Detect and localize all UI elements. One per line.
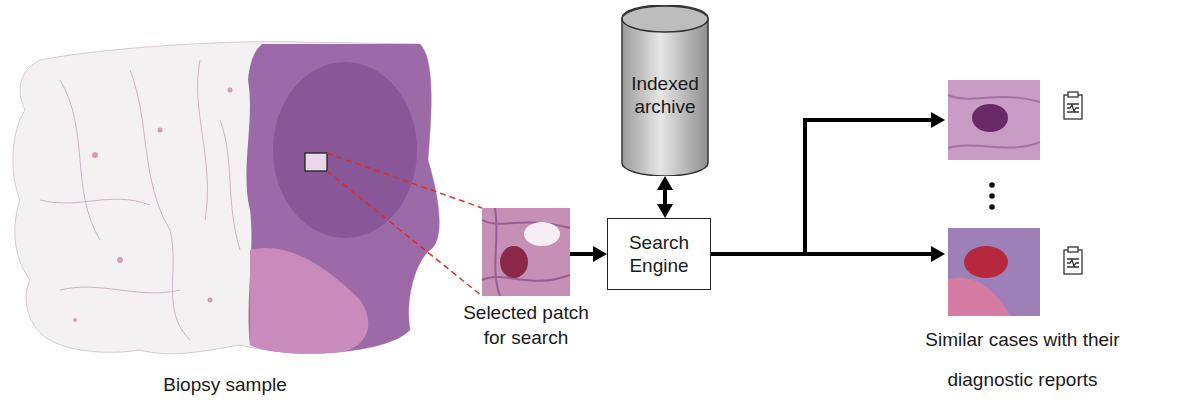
ellipsis-dots: [989, 182, 995, 210]
biopsy-image: Biopsy sample: [5, 40, 445, 362]
report-icon: [1064, 247, 1082, 274]
selection-square: [305, 153, 327, 171]
arrowhead: [657, 204, 673, 218]
result-image: [948, 80, 1040, 160]
tissue-section: [13, 42, 439, 354]
patch-texture: [482, 208, 570, 296]
zoom-line: [327, 171, 482, 296]
tissue-fibres: [40, 60, 240, 340]
connector-line: [711, 252, 805, 256]
dense-region: [273, 62, 417, 238]
result-image: [948, 228, 1040, 316]
result-texture: [948, 95, 1040, 148]
result-blob: [964, 246, 1008, 278]
connector: [327, 153, 482, 296]
arrowhead: [931, 112, 945, 128]
arrowhead: [593, 246, 607, 262]
result-blob: [972, 104, 1008, 132]
caption: Biopsy sample: [115, 374, 335, 396]
patch-image-frame: Selected patch for search: [482, 208, 570, 296]
patch-image: [482, 208, 570, 296]
pink-region: [250, 248, 368, 354]
process-box: Search Engine: [607, 218, 711, 290]
cylinder-top: [622, 6, 708, 32]
connector: [657, 176, 673, 218]
connector-line: [570, 252, 595, 256]
report-icon: [1064, 92, 1082, 119]
archive-label: Indexed archive: [625, 72, 705, 118]
arrowhead: [931, 246, 945, 262]
box-label: Search Engine: [614, 231, 704, 277]
stained-region: [246, 44, 439, 354]
zoom-line: [327, 153, 482, 208]
connector: [570, 246, 607, 262]
result-pink-region: [948, 278, 1010, 316]
patch-blob: [500, 246, 528, 278]
arrowhead: [657, 176, 673, 190]
connector: [711, 112, 945, 262]
connector-line: [803, 252, 933, 256]
patch-lumen: [524, 222, 560, 246]
caption: Selected patch for search: [451, 300, 601, 350]
results-group: Similar cases with their diagnostic repo…: [945, 78, 1100, 318]
cylinder-body: [622, 5, 708, 176]
connector-line: [663, 188, 667, 206]
caption: Similar cases with their diagnostic repo…: [898, 320, 1148, 400]
tissue-spots: [73, 88, 233, 323]
connector-line: [805, 120, 933, 254]
archive-cylinder: Indexed archive: [621, 5, 709, 176]
